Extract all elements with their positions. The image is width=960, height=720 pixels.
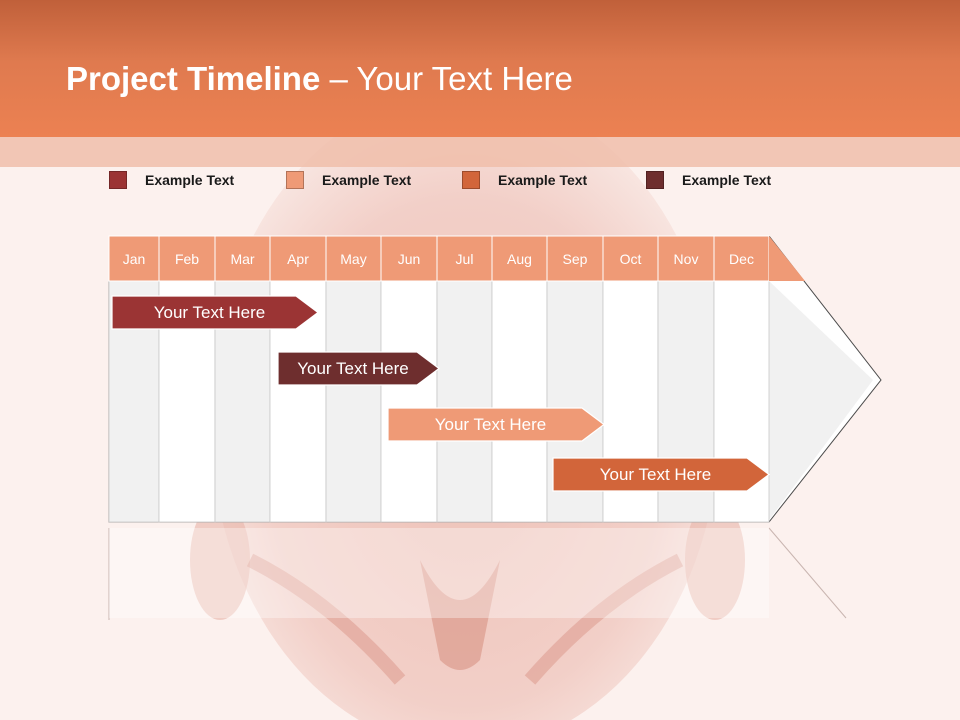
header-strip xyxy=(0,137,960,167)
arrow-header-triangle xyxy=(769,236,805,281)
task-label: Your Text Here xyxy=(297,359,409,378)
month-label: Jul xyxy=(456,251,474,267)
legend-swatch xyxy=(462,171,480,189)
task-arrow xyxy=(111,295,319,330)
timeline-reflection xyxy=(108,527,847,620)
month-header-cell xyxy=(108,235,160,282)
month-label: Apr xyxy=(287,251,309,267)
task-arrow xyxy=(277,351,440,386)
legend-swatch xyxy=(286,171,304,189)
month-label: Jan xyxy=(123,251,146,267)
month-column xyxy=(436,280,493,523)
month-label: Sep xyxy=(563,251,588,267)
task-arrow xyxy=(387,407,605,442)
month-label: Oct xyxy=(620,251,642,267)
task-label: Your Text Here xyxy=(435,415,547,434)
header-band xyxy=(0,0,960,137)
task-arrow xyxy=(552,457,770,492)
month-header-cell xyxy=(214,235,271,282)
month-header-cell xyxy=(158,235,216,282)
month-column xyxy=(325,280,382,523)
legend-label: Example Text xyxy=(145,172,235,188)
task-label: Your Text Here xyxy=(600,465,712,484)
month-column xyxy=(491,280,548,523)
month-label: Nov xyxy=(674,251,699,267)
legend-swatch xyxy=(109,171,127,189)
month-header-cell xyxy=(269,235,327,282)
reflection-fill xyxy=(109,528,769,618)
month-label: Jun xyxy=(398,251,421,267)
legend-label: Example Text xyxy=(322,172,412,188)
reflection-edge xyxy=(768,527,847,619)
legend-label: Example Text xyxy=(498,172,588,188)
month-header-cell xyxy=(657,235,715,282)
month-label: Mar xyxy=(230,251,254,267)
title-rest: – Your Text Here xyxy=(320,60,573,97)
month-label: Aug xyxy=(507,251,532,267)
month-label: Feb xyxy=(175,251,199,267)
title-bold: Project Timeline xyxy=(66,60,321,97)
task-label: Your Text Here xyxy=(154,303,266,322)
legend-label: Example Text xyxy=(682,172,772,188)
month-header-cell xyxy=(325,235,382,282)
legend-swatch xyxy=(646,171,664,189)
month-header-cell xyxy=(546,235,604,282)
arrowhead-fill xyxy=(769,281,873,520)
month-column xyxy=(380,280,438,523)
month-label: May xyxy=(340,251,366,267)
page-title: Project Timeline – Your Text Here xyxy=(66,60,573,98)
month-label: Dec xyxy=(729,251,754,267)
month-header-cell xyxy=(602,235,659,282)
month-header-cell xyxy=(436,235,493,282)
